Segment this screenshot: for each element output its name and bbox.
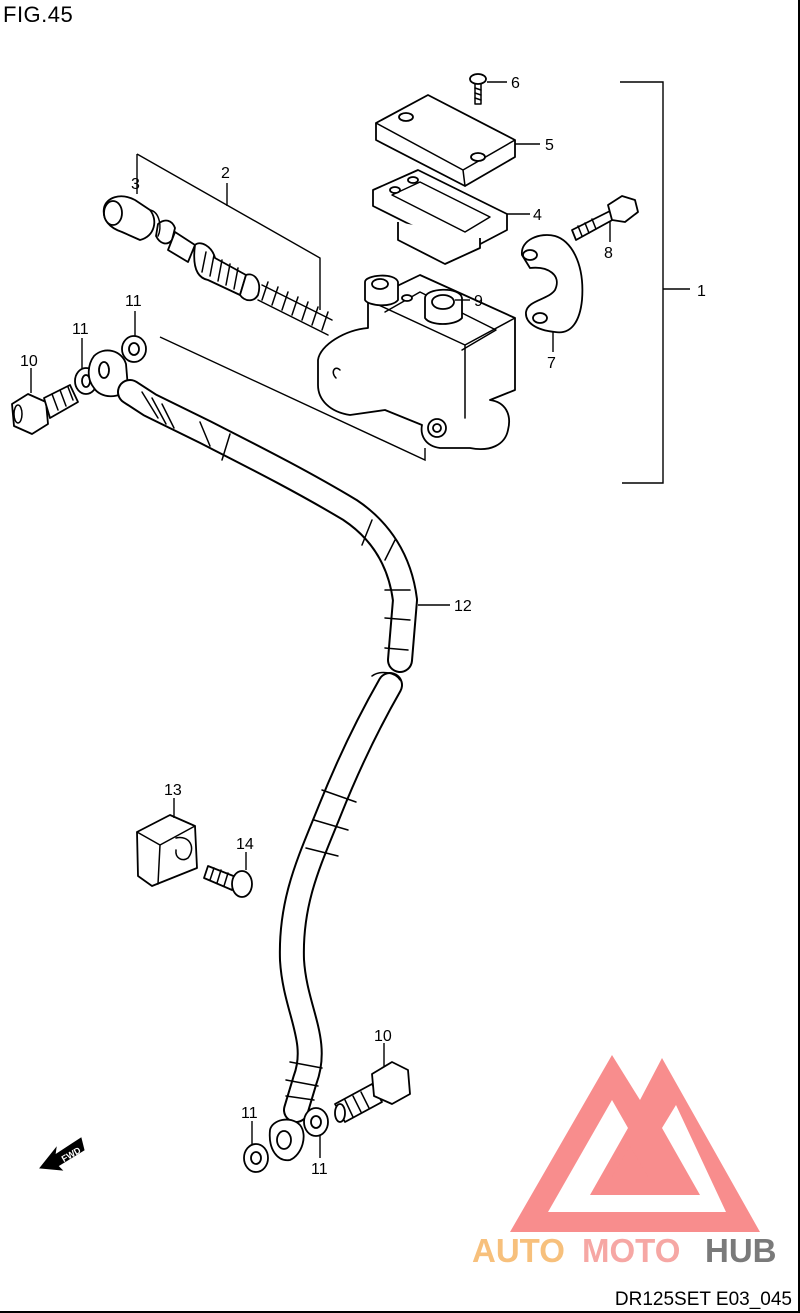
callout-7: 7	[547, 355, 556, 372]
callout-3: 3	[131, 176, 140, 193]
master-cylinder-body	[317, 274, 516, 450]
watermark-auto: AUTO	[472, 1232, 565, 1269]
part-8-clamp-bolt	[571, 195, 639, 241]
callout-12: 12	[454, 598, 472, 615]
part-3-boot	[102, 195, 161, 241]
watermark-hub: HUB	[705, 1232, 777, 1269]
callout-6: 6	[511, 75, 520, 92]
figure-title: FIG.45	[3, 2, 74, 27]
callout-11-lower-b: 11	[311, 1161, 328, 1178]
callout-4: 4	[533, 207, 542, 224]
watermark-moto: MOTO	[582, 1232, 680, 1269]
kit-bracket	[136, 153, 321, 310]
callout-5: 5	[545, 137, 554, 154]
watermark-text: AUTO MOTO HUB	[472, 1232, 777, 1269]
callout-11-upper-a: 11	[72, 321, 89, 338]
part-11-washer-upper-b	[121, 335, 147, 363]
part-10-union-bolt-lower	[334, 1061, 411, 1123]
callout-9: 9	[474, 293, 483, 310]
callout-10-upper: 10	[20, 353, 38, 370]
part-11-washer-lower-a	[243, 1143, 269, 1173]
reference-line	[159, 336, 426, 462]
callout-14: 14	[236, 836, 254, 853]
drawing-code: DR125SET E03_045	[614, 1289, 792, 1310]
callout-13: 13	[164, 782, 182, 799]
part-5-reservoir-cap	[375, 94, 516, 187]
part-11-washer-lower-b	[303, 1107, 329, 1137]
callout-1: 1	[697, 283, 706, 300]
part-7-clamp	[521, 234, 584, 334]
fwd-arrow: FWD	[39, 1137, 85, 1171]
watermark-logo	[510, 1055, 760, 1232]
callout-8: 8	[604, 245, 613, 262]
part-2-piston-kit	[155, 219, 333, 336]
assembly-bracket	[620, 81, 664, 484]
part-13-hose-clamp	[136, 814, 198, 887]
callout-11-upper-b: 11	[125, 293, 142, 310]
part-14-screw	[203, 865, 253, 898]
part-4-diaphragm	[372, 169, 508, 265]
callout-10-lower: 10	[374, 1028, 392, 1045]
callout-2: 2	[221, 165, 230, 182]
part-10-union-bolt-upper	[11, 384, 79, 435]
part-12-brake-hose	[87, 349, 418, 1162]
part-6-screw	[469, 73, 487, 105]
callout-11-lower-a: 11	[241, 1105, 258, 1122]
